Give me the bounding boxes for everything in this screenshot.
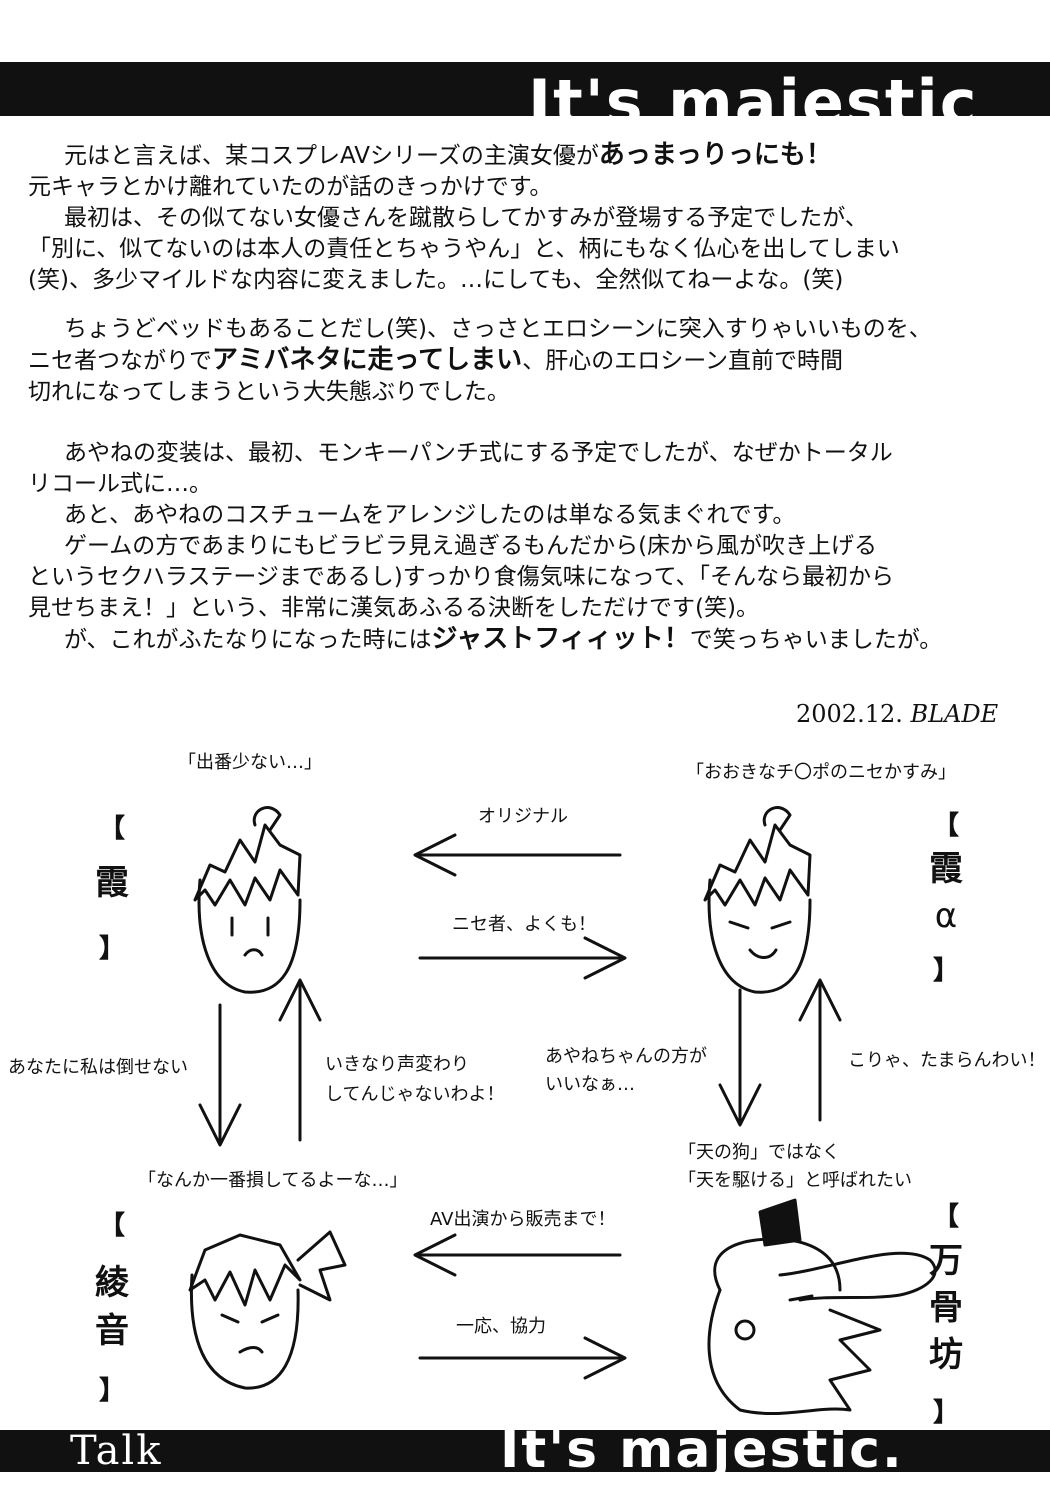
essay-line: 元キャラとかけ離れていたのが話のきっかけです。 [28, 174, 553, 200]
ayane-bracket-close: 】 [98, 1376, 125, 1406]
arrow-voice [278, 978, 322, 1142]
signature: 2002.12. BLADE [796, 700, 998, 728]
kasumi-face-icon [193, 806, 302, 994]
bankotsubo-name-2: 骨 [929, 1288, 963, 1328]
essay-emphasis: アミバネタに走ってしまい [212, 345, 523, 375]
essay-line: あと、あやねのコスチュームをアレンジしたのは単なる気まぐれです。 [64, 502, 796, 528]
arrow-cannot-defeat [198, 1003, 242, 1147]
bankotsubo-bracket-open: 【 [932, 1202, 959, 1232]
arrow-cannot-defeat-label: あなたに私は倒せない [8, 1057, 188, 1078]
essay-text: が、これがふたなりになった時には [64, 627, 432, 653]
essay-line: 「別に、似てないのは本人の責任とちゃうやん」と、柄にもなく仏心を出してしまい [28, 236, 900, 262]
essay-text: 元はと言えば、某コスプレAVシリーズの主演女優が [64, 143, 599, 169]
kasumi-alpha-face-icon [703, 806, 812, 994]
essay-line: 見せちまえ！」という、非常に漢気あふるる決断をしただけです(笑)。 [28, 595, 759, 621]
ayane-quote: 「なんか一番損してるよーな…」 [138, 1170, 408, 1191]
kasumi-alpha-bracket-open: 【 [932, 811, 959, 841]
essay-paragraph-3: あやねの変装は、最初、モンキーパンチ式にする予定でしたが、なぜかトータル リコー… [28, 438, 1028, 656]
footer-band: It's majestic. [0, 1430, 1050, 1472]
arrow-original-label: オリジナル [478, 806, 568, 827]
arrow-ayane-better [718, 988, 762, 1127]
ayane-face-icon [188, 1230, 347, 1390]
essay-line: あやねの変装は、最初、モンキーパンチ式にする予定でしたが、なぜかトータル [64, 440, 893, 466]
arrow-fake-label: ニセ者、よくも！ [452, 914, 596, 935]
essay-line: 最初は、その似てない女優さんを蹴散らしてかすみが登場する予定でしたが、 [64, 205, 868, 231]
bankotsubo-bracket-close: 】 [932, 1398, 959, 1428]
arrow-fake [418, 936, 627, 980]
signature-name: BLADE [910, 700, 999, 728]
arrow-av-sales-label: AV出演から販売まで！ [430, 1209, 616, 1230]
essay-line: 切れになってしまうという大失態ぶりでした。 [28, 379, 510, 405]
kasumi-bracket-close: 】 [98, 934, 125, 964]
essay-emphasis: ジャストフィィット！ [431, 624, 690, 654]
arrow-irresistible [798, 978, 842, 1122]
essay-text: 、肝心のエロシーン直前で時間 [522, 348, 844, 374]
essay-line: (笑)、多少マイルドな内容に変えました。…にしても、全然似てねーよな。(笑) [28, 267, 844, 293]
kasumi-quote: 「出番少ない…」 [178, 752, 322, 773]
bankotsubo-name-3: 坊 [929, 1335, 963, 1375]
arrow-cooperate-label: 一応、協力 [456, 1316, 546, 1337]
essay-line: ちょうどベッドもあることだし(笑)、さっさとエロシーンに突入すりゃいいものを、 [64, 316, 932, 342]
essay-line: リコール式に…。 [28, 471, 212, 497]
essay: 元はと言えば、某コスプレAVシリーズの主演女優があっまっりっにも！ 元キャラとか… [28, 140, 1028, 674]
kasumi-alpha-suffix: α [934, 896, 958, 936]
arrow-ayane-better-label-1: あやねちゃんの方が [545, 1046, 707, 1067]
essay-text: ニセ者つながりで [28, 348, 212, 374]
essay-line: ゲームの方であまりにもビラビラ見え過ぎるもんだから(床から風が吹き上げる [64, 533, 878, 559]
arrow-ayane-better-label-2: いいなぁ… [545, 1074, 635, 1095]
arrow-original [413, 833, 622, 877]
essay-line: というセクハラステージまであるし)すっかり食傷気味になって、「そんなら最初から [28, 564, 894, 590]
arrow-voice-label-1: いきなり声変わり [325, 1054, 469, 1075]
essay-emphasis: あっまっりっにも！ [598, 140, 832, 170]
bankotsubo-quote-1: 「天の狗」ではなく [678, 1142, 840, 1163]
bankotsubo-face-icon [707, 1198, 937, 1416]
header-band: It's majestic [0, 62, 1050, 116]
kasumi-name: 霞 [95, 863, 129, 903]
kasumi-alpha-quote: 「おおきなチ〇ポのニセかすみ」 [686, 762, 956, 783]
bankotsubo-quote-2: 「天を駆ける」と呼ばれたい [678, 1170, 912, 1191]
arrow-av-sales [413, 1233, 622, 1277]
ayane-name-1: 綾 [95, 1263, 129, 1303]
kasumi-alpha-name: 霞 [929, 849, 963, 889]
essay-paragraph-2: ちょうどベッドもあることだし(笑)、さっさとエロシーンに突入すりゃいいものを、 … [28, 314, 1028, 408]
header-title: It's majestic [528, 66, 979, 117]
bankotsubo-name-1: 万 [929, 1241, 963, 1281]
kasumi-bracket-open: 【 [98, 814, 125, 844]
ayane-name-2: 音 [95, 1311, 129, 1351]
arrow-voice-label-2: してんじゃないわよ！ [325, 1084, 505, 1105]
arrow-cooperate [418, 1336, 627, 1380]
footer-title: It's majestic. [500, 1430, 904, 1472]
footer-talk: Talk [70, 1428, 163, 1474]
ayane-bracket-open: 【 [98, 1211, 125, 1241]
essay-paragraph-1: 元はと言えば、某コスプレAVシリーズの主演女優があっまっりっにも！ 元キャラとか… [28, 140, 1028, 296]
signature-date: 2002.12. [796, 700, 903, 728]
kasumi-alpha-bracket-close: 】 [932, 956, 959, 986]
arrow-irresistible-label: こりゃ、たまらんわい！ [848, 1050, 1046, 1071]
essay-text: で笑っちゃいましたが。 [689, 627, 943, 653]
